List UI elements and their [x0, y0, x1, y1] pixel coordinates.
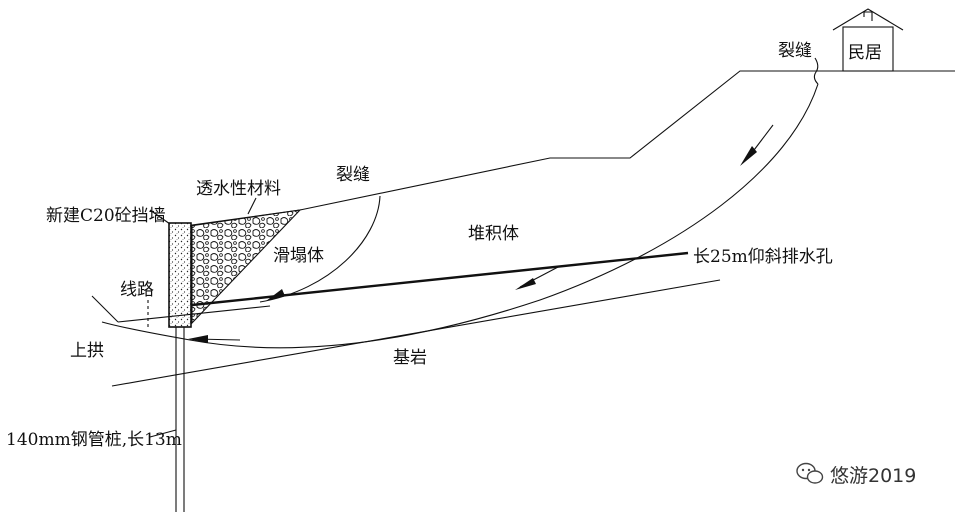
drain-label: 长25m仰斜排水孔 [693, 247, 833, 267]
wall-label: 新建C20砼挡墙 [46, 206, 166, 226]
bedrock-left-edge [91, 295, 119, 323]
wechat-icon [796, 462, 824, 484]
crack-top-label: 裂缝 [778, 41, 812, 61]
retaining-wall [168, 222, 192, 328]
watermark-text: 悠游2019 [830, 465, 916, 487]
crack-top-line [813, 57, 819, 85]
permeable-material-fill [191, 209, 302, 325]
deposit-label: 堆积体 [468, 224, 519, 244]
bedrock-line-lower [111, 279, 721, 387]
house-label: 民居 [848, 43, 882, 63]
drain-hole-line [191, 251, 689, 307]
steel-pipe-pile [175, 327, 185, 512]
crack-mid-label: 裂缝 [336, 165, 370, 185]
bedrock-label: 基岩 [393, 348, 427, 368]
road-label: 线路 [120, 280, 154, 300]
permeable-label: 透水性材料 [196, 179, 281, 199]
house-icon [832, 8, 904, 72]
deep-slip-surface [101, 83, 819, 349]
slide-body-label: 滑塌体 [273, 246, 324, 266]
ground-surface-line [189, 70, 955, 227]
shallow-slip-arrow [266, 289, 285, 301]
uplift-label: 上拱 [70, 341, 104, 361]
pile-label: 140mm钢管桩,长13m [6, 430, 182, 450]
